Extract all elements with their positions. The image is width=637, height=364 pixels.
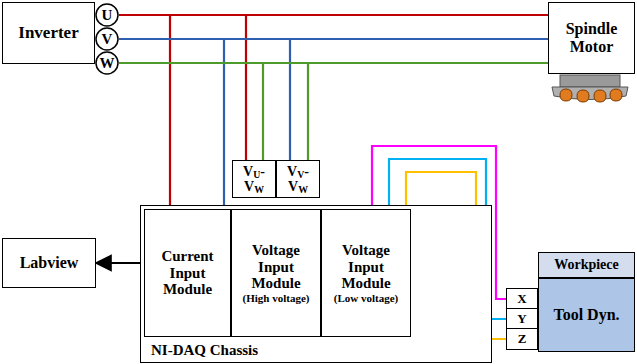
signal-wire <box>119 39 290 160</box>
signal-wire <box>119 15 170 209</box>
daq-chassis: NI-DAQ ChassisCurrent Input ModuleVoltag… <box>140 205 492 363</box>
signal-wire <box>119 39 224 209</box>
phase-terminal: V <box>95 27 119 51</box>
differential-voltage-box: VV-VW <box>276 160 320 198</box>
node-label: VU-VW <box>235 164 273 195</box>
node-label: Current Input Module <box>147 248 228 298</box>
node-label: W <box>100 55 115 72</box>
phase-terminal: U <box>95 3 119 27</box>
node-label: Spindle Motor <box>551 20 632 55</box>
node-label: U <box>102 7 113 24</box>
node-label: Voltage Input Module <box>234 242 318 292</box>
input-module: Voltage Input Module(High voltage) <box>231 209 321 337</box>
signal-wire <box>119 15 246 160</box>
node-label: V <box>102 31 113 48</box>
differential-voltage-box: VU-VW <box>232 160 276 198</box>
tool-shank <box>560 75 620 87</box>
axis-channel: Z <box>506 328 538 350</box>
axis-channel: X <box>506 288 538 310</box>
software-box: Labview <box>2 238 96 288</box>
tool-insert <box>560 89 572 101</box>
input-module: Current Input Module <box>144 209 231 337</box>
inverter-box: Inverter <box>2 2 95 64</box>
signal-wire <box>119 63 308 160</box>
tool-insert <box>610 89 622 101</box>
dynamometer-box: Tool Dyn. <box>538 278 635 352</box>
node-label: Z <box>518 332 527 346</box>
node-label: NI-DAQ Chassis <box>151 342 258 359</box>
input-module: Voltage Input Module(Low voltage) <box>321 209 411 337</box>
node-label: Voltage Input Module <box>324 242 408 292</box>
workpiece-box: Workpiece <box>538 252 635 278</box>
node-label: VV-VW <box>279 164 317 195</box>
node-label: (High voltage) <box>243 292 310 304</box>
signal-wire <box>119 63 263 160</box>
node-label: Workpiece <box>554 257 619 272</box>
tool-insert <box>594 90 606 102</box>
node-label: Inverter <box>18 24 78 43</box>
node-label: Y <box>517 312 526 326</box>
node-label: Tool Dyn. <box>553 306 619 324</box>
node-label: (Low voltage) <box>334 292 398 304</box>
phase-terminal: W <box>95 51 119 75</box>
milling-tool <box>552 75 628 102</box>
tool-insert <box>577 90 589 102</box>
node-label: Labview <box>20 254 79 272</box>
node-label: X <box>517 292 526 306</box>
spindle-motor-box: Spindle Motor <box>548 2 635 74</box>
axis-channel: Y <box>506 308 538 330</box>
data-arrow <box>96 262 140 264</box>
